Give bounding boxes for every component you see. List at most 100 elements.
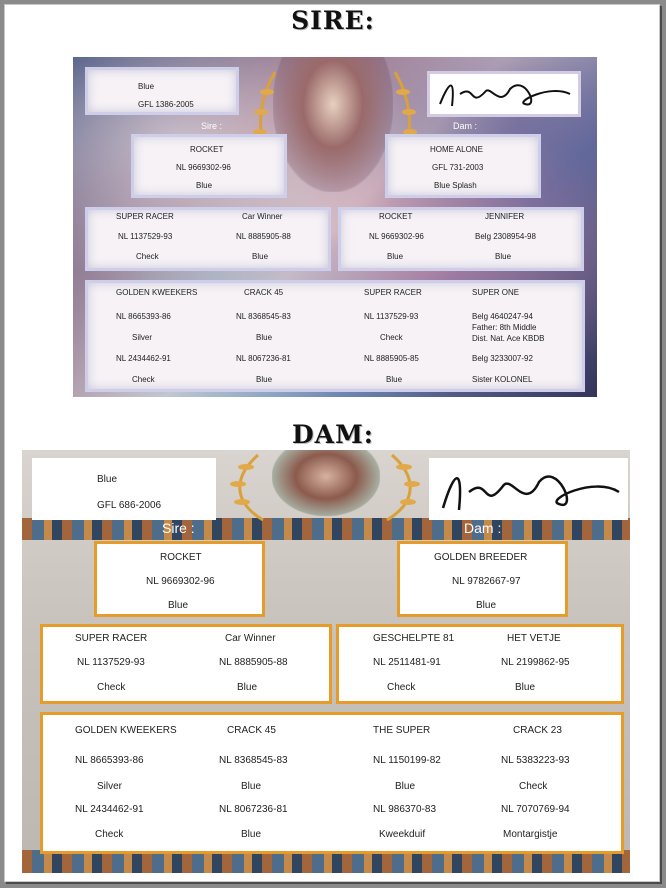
color: Blue	[476, 600, 497, 611]
ggp4-ring1: Belg 4640247-94	[472, 312, 533, 321]
dam-self-box: Blue GFL 686-2006	[32, 458, 216, 520]
sire-heading: SIRE:	[291, 6, 375, 35]
ggp2-ring2: NL 8067236-81	[219, 804, 288, 815]
ggp1-color2: Check	[95, 829, 124, 840]
ring: GFL 731-2003	[432, 163, 484, 172]
color: Blue Splash	[434, 181, 477, 190]
ggp1-name: GOLDEN KWEEKERS	[75, 725, 177, 736]
ggp4-note1: Father: 8th Middle	[472, 323, 537, 332]
ggp1-ring2: NL 2434462-91	[116, 354, 171, 363]
ggp1-name: GOLDEN KWEEKERS	[116, 288, 198, 297]
self-ring: GFL 1386-2005	[138, 100, 194, 109]
gp3-name: GESCHELPTE 81	[373, 633, 455, 644]
gp4-name: HET VETJE	[507, 633, 561, 644]
parent-dam-box: HOME ALONE GFL 731-2003 Blue Splash	[385, 134, 541, 198]
ring: NL 9669302-96	[176, 163, 231, 172]
ggp4-ring1: NL 5383223-93	[501, 755, 570, 766]
ggp1-ring2: NL 2434462-91	[75, 804, 144, 815]
ggp1-color1: Silver	[132, 333, 153, 342]
ggp3-ring2: NL 8885905-85	[364, 354, 419, 363]
name: ROCKET	[190, 145, 224, 154]
gp2-color: Blue	[237, 682, 258, 693]
laurel-right-icon	[386, 453, 420, 522]
parent-dam-box: GOLDEN BREEDER NL 9782667-97 Blue	[397, 541, 568, 617]
ggp3-color1: Blue	[395, 781, 416, 792]
ggp4-color2: Sister KOLONEL	[472, 375, 533, 384]
gp3-color: Blue	[387, 252, 404, 261]
gp4-color: Blue	[495, 252, 512, 261]
self-ring: GFL 686-2006	[97, 500, 162, 511]
ggp4-color1: Check	[519, 781, 548, 792]
gp2-color: Blue	[252, 252, 269, 261]
great-grandparents-box: GOLDEN KWEEKERS NL 8665393-86 Silver NL …	[85, 280, 585, 392]
ggp3-ring1: NL 1150199-82	[373, 755, 441, 766]
gp3-color: Check	[387, 682, 416, 693]
parent-sire-box: ROCKET NL 9669302-96 Blue	[131, 134, 287, 198]
ring: NL 9782667-97	[452, 576, 521, 587]
gp4-ring: NL 2199862-95	[501, 657, 570, 668]
ggp2-name: CRACK 45	[244, 288, 284, 297]
ggp4-note2: Dist. Nat. Ace KBDB	[472, 334, 545, 343]
signature-image	[427, 71, 581, 117]
ggp3-color1: Check	[380, 333, 403, 342]
gp2-ring: NL 8885905-88	[236, 232, 291, 241]
gp1-name: SUPER RACER	[75, 633, 148, 644]
ring: NL 9669302-96	[146, 576, 215, 587]
grandparents-left-box: SUPER RACER NL 1137529-93 Check Car Winn…	[40, 624, 332, 704]
ggp2-ring1: NL 8368545-83	[236, 312, 291, 321]
ggp3-name: THE SUPER	[373, 725, 431, 736]
ggp3-ring2: NL 986370-83	[373, 804, 437, 815]
gp1-ring: NL 1137529-93	[118, 232, 173, 241]
ggp2-color2: Blue	[256, 375, 273, 384]
dam-label: Dam :	[453, 121, 478, 131]
sire-self-box: Blue GFL 1386-2005	[85, 67, 239, 115]
name: GOLDEN BREEDER	[434, 552, 528, 563]
gp4-ring: Belg 2308954-98	[475, 232, 536, 241]
gp1-ring: NL 1137529-93	[77, 657, 145, 668]
ggp1-color1: Silver	[97, 781, 123, 792]
ggp3-ring1: NL 1137529-93	[364, 312, 419, 321]
ggp2-name: CRACK 45	[227, 725, 276, 736]
parent-sire-box: ROCKET NL 9669302-96 Blue	[94, 541, 265, 617]
decorative-stripe-bottom	[22, 850, 630, 873]
ggp3-color2: Blue	[386, 375, 403, 384]
sire-label: Sire :	[201, 121, 223, 131]
grandparents-right-box: GESCHELPTE 81 NL 2511481-91 Check HET VE…	[336, 624, 624, 704]
gp4-name: JENNIFER	[485, 212, 525, 221]
laurel-left-icon	[230, 453, 264, 522]
ggp3-color2: Kweekduif	[379, 829, 426, 840]
gp2-name: Car Winner	[242, 212, 283, 221]
gp1-color: Check	[97, 682, 126, 693]
decorative-stripe-top	[22, 518, 630, 540]
sire-label: Sire :	[162, 520, 195, 536]
ggp4-ring2: NL 7070769-94	[501, 804, 570, 815]
self-color: Blue	[97, 474, 118, 485]
gp4-color: Blue	[515, 682, 536, 693]
sire-pedigree-card: Blue GFL 1386-2005 Sire : Dam : ROCKET N…	[73, 57, 597, 397]
name: HOME ALONE	[430, 145, 483, 154]
emblem-pigeon-image	[273, 57, 393, 192]
ggp1-ring1: NL 8665393-86	[116, 312, 171, 321]
ggp2-ring1: NL 8368545-83	[219, 755, 288, 766]
self-color: Blue	[138, 82, 155, 91]
gp1-name: SUPER RACER	[116, 212, 174, 221]
ggp3-name: SUPER RACER	[364, 288, 422, 297]
gp1-color: Check	[136, 252, 159, 261]
ggp4-color2: Montargistje	[503, 829, 558, 840]
ggp4-name: SUPER ONE	[472, 288, 520, 297]
great-grandparents-box: GOLDEN KWEEKERS NL 8665393-86 Silver NL …	[40, 712, 624, 854]
gp2-ring: NL 8885905-88	[219, 657, 288, 668]
ggp4-ring2: Belg 3233007-92	[472, 354, 533, 363]
signature-image	[429, 458, 628, 520]
ggp4-name: CRACK 23	[513, 725, 562, 736]
dam-pedigree-card: Blue GFL 686-2006 Sire : Dam : ROCKET NL…	[22, 450, 630, 873]
ggp1-ring1: NL 8665393-86	[75, 755, 144, 766]
dam-heading: DAM:	[292, 420, 374, 449]
grandparents-right-box: ROCKET NL 9669302-96 Blue JENNIFER Belg …	[338, 207, 584, 271]
color: Blue	[168, 600, 189, 611]
gp3-name: ROCKET	[379, 212, 413, 221]
gp3-ring: NL 2511481-91	[373, 657, 441, 668]
gp3-ring: NL 9669302-96	[369, 232, 424, 241]
name: ROCKET	[160, 552, 202, 563]
ggp2-color1: Blue	[256, 333, 273, 342]
